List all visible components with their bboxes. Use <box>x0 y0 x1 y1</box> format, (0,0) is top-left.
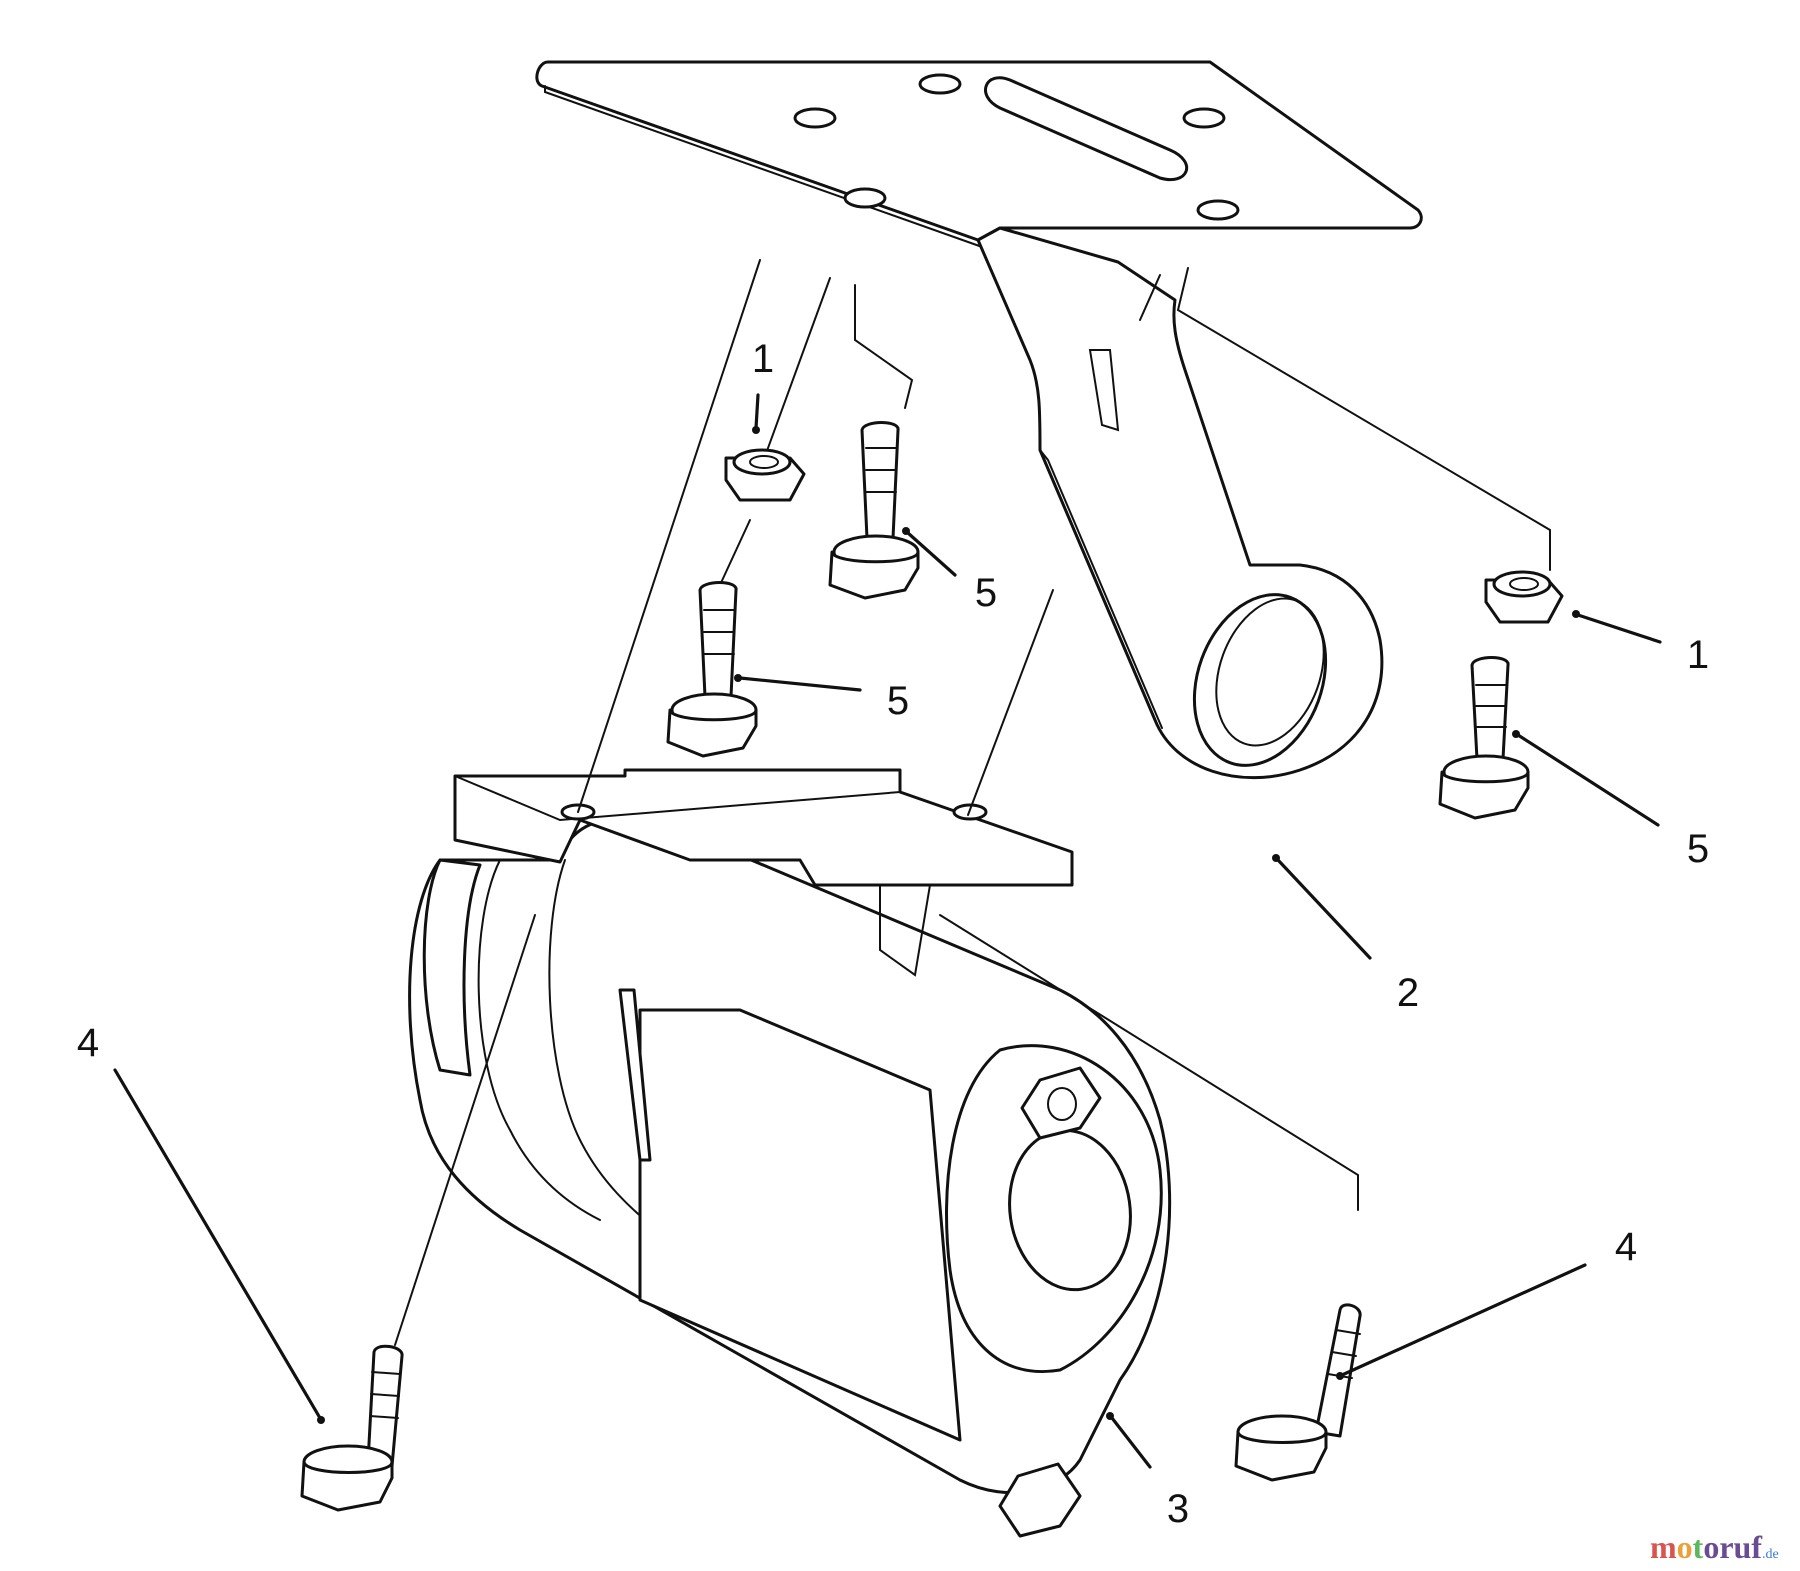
bracket-slot <box>984 76 1189 181</box>
hex-nut-left <box>724 448 806 502</box>
motor-mounting-flange <box>453 768 1074 887</box>
motor-nut-bottom <box>998 1462 1082 1538</box>
callout-label-5: 5 <box>975 571 997 615</box>
bracket-hole <box>1196 199 1240 221</box>
callout-label-5: 5 <box>1687 827 1709 871</box>
callout-label-1: 1 <box>752 337 774 381</box>
callout-label-4: 4 <box>77 1021 99 1065</box>
mounting-bolt-left <box>300 1344 404 1512</box>
bracket-hole <box>1182 107 1226 129</box>
motor-nut-top <box>1020 1066 1102 1140</box>
bracket-eye-hole <box>1192 593 1328 767</box>
callout-label-1: 1 <box>1687 633 1709 677</box>
watermark-letter: o <box>1677 1529 1693 1565</box>
assembly-lines <box>394 259 1551 1346</box>
starter-motor <box>408 768 1172 1538</box>
watermark-logo: motoruf.de <box>1650 1529 1779 1565</box>
callout-label-5: 5 <box>887 679 909 723</box>
watermark-letters: oruf <box>1703 1529 1762 1565</box>
callout-label-4: 4 <box>1615 1225 1637 1269</box>
callout-label-3: 3 <box>1167 1487 1189 1531</box>
watermark-suffix: .de <box>1762 1547 1779 1562</box>
bracket-hole <box>918 73 962 95</box>
watermark-letter: m <box>1650 1529 1677 1565</box>
mounting-bolt-right <box>1234 1303 1362 1482</box>
mounting-bracket <box>535 60 1423 780</box>
flange-bolt-middle <box>666 581 758 758</box>
motor-label-panel <box>638 1008 962 1442</box>
callout-label-2: 2 <box>1397 971 1419 1015</box>
bracket-hole <box>793 107 837 129</box>
flange-bolt-right <box>1438 656 1530 820</box>
flange-bolt-upper <box>828 421 920 600</box>
bracket-hole <box>843 187 887 209</box>
watermark-letter: t <box>1693 1529 1704 1565</box>
leader-lines <box>113 393 1662 1469</box>
hex-nut-right <box>1484 570 1564 624</box>
